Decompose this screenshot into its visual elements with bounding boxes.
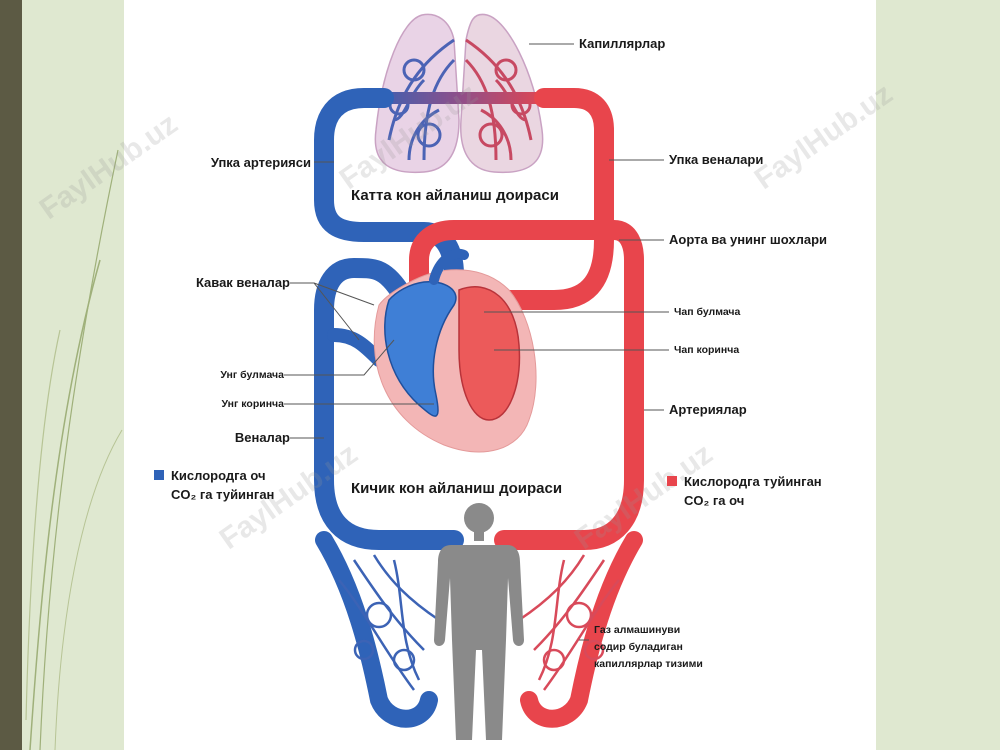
left-accent-bar: [0, 0, 22, 750]
label-exchange-line1: Газ алмашинуви: [594, 624, 681, 636]
label-exchange-line2: содир буладиган: [594, 641, 683, 653]
label-small-circle: Кичик кон айланиш доираси: [351, 480, 563, 497]
human-figure-icon: [434, 503, 524, 740]
label-vena-cava: Кавак веналар: [195, 275, 290, 290]
heart-icon: [373, 248, 537, 453]
left-side-panel: [0, 0, 124, 750]
diagram-area: FaylHub.uz FaylHub.uz FaylHub.uz FaylHub…: [34, 0, 899, 750]
right-side-panel: [876, 0, 1000, 750]
label-great-circle: Катта кон айланиш доираси: [351, 187, 559, 204]
label-aorta: Аорта ва унинг шохлари: [669, 232, 828, 247]
legend-oxygenated-line1: Кислородга туйинган: [684, 474, 822, 489]
lungs-icon: [364, 13, 554, 174]
label-pulmonary-artery: Упка артерияси: [210, 155, 311, 170]
label-left-atrium: Чап булмача: [674, 306, 741, 318]
leader-lines: [284, 43, 669, 641]
vena-cava-vessel: [314, 257, 464, 550]
label-right-atrium: Унг булмача: [220, 369, 284, 381]
label-veins: Веналар: [234, 430, 290, 445]
legend-deoxygenated-line1: Кислородга оч: [171, 468, 266, 483]
label-pulmonary-veins: Упка веналари: [669, 152, 764, 167]
label-right-ventricle: Унг коринча: [221, 398, 284, 410]
label-exchange-line3: капиллярлар тизими: [594, 658, 703, 670]
pulmonary-artery-vessel: [314, 88, 464, 285]
body-capillaries-icon: [315, 531, 643, 728]
legend-deoxygenated: Кислородга оч CO₂ га туйинган: [154, 466, 274, 504]
legend-deoxygenated-line2: CO₂ га туйинган: [171, 487, 275, 502]
legend-red-swatch: [667, 476, 677, 486]
label-left-ventricle: Чап коринча: [674, 344, 740, 356]
legend-blue-swatch: [154, 470, 164, 480]
legend-oxygenated-line2: CO₂ га оч: [684, 493, 745, 508]
label-capillaries: Капиллярлар: [579, 36, 666, 51]
label-arteries: Артериялар: [669, 402, 747, 417]
label-exchange-capillaries: Газ алмашинуви содир буладиган капиллярл…: [594, 622, 703, 673]
legend-oxygenated: Кислородга туйинган CO₂ га оч: [667, 472, 822, 510]
circulation-diagram: [284, 13, 669, 740]
aorta-vessel: [409, 220, 644, 550]
grass-decoration-icon: [25, 149, 123, 750]
pulmonary-veins-vessel: [484, 88, 614, 310]
